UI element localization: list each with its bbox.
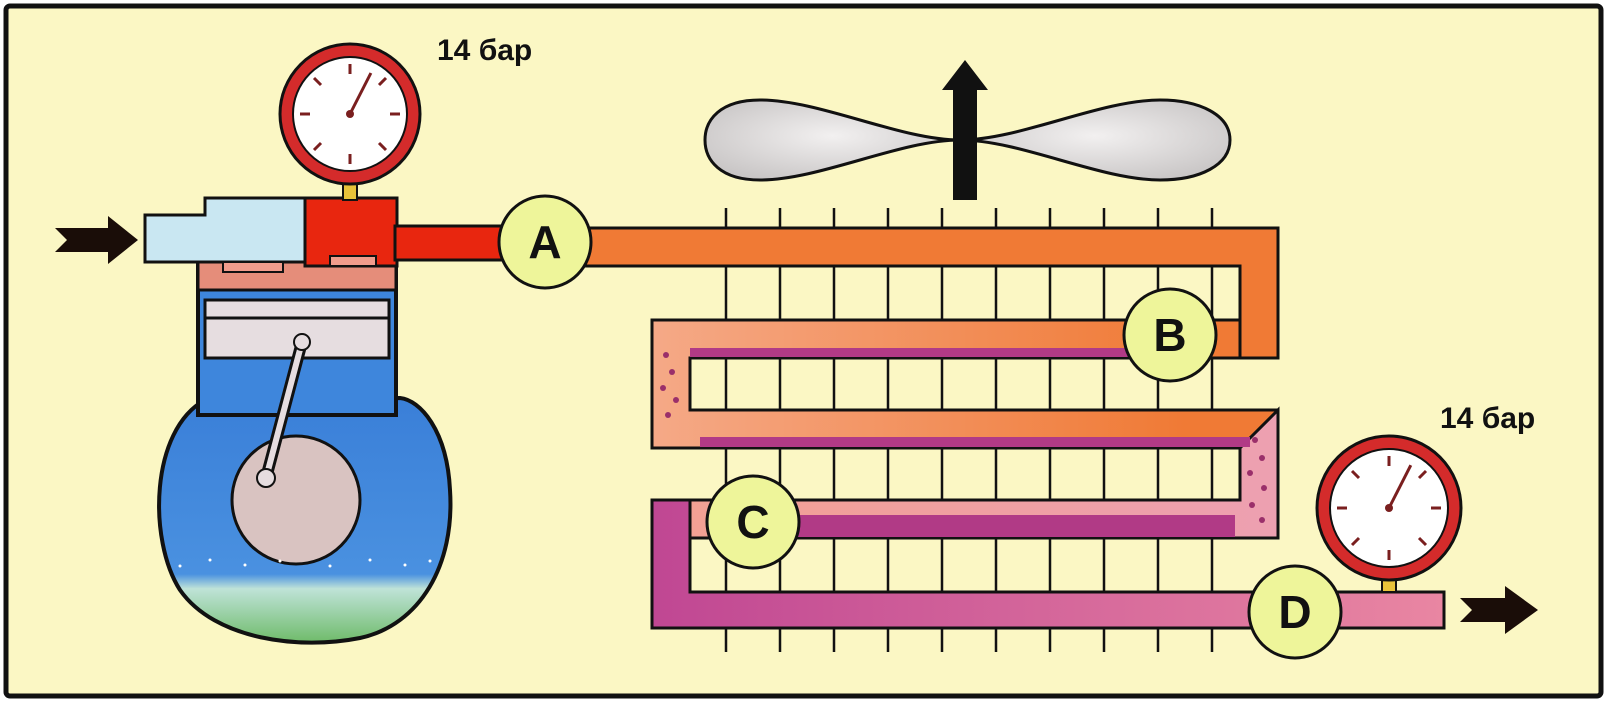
pressure-gauge-icon <box>1315 434 1463 593</box>
point-label-c: C <box>736 496 769 548</box>
arrow-right-icon <box>1460 586 1538 634</box>
arrow-up-icon <box>942 60 988 200</box>
fan-blade-right <box>959 98 1232 182</box>
condensation-droplets <box>660 352 1267 523</box>
pressure-gauge-icon <box>278 42 422 201</box>
liquid-line-2 <box>700 437 1250 447</box>
crank-disc <box>230 434 362 566</box>
point-marker-b: B <box>1122 287 1218 383</box>
fan-blade-left <box>703 98 961 182</box>
gauge-top-needle <box>348 72 373 115</box>
point-label-d: D <box>1278 586 1311 638</box>
liquid-line-1 <box>690 348 1140 357</box>
coil-pass-4 <box>650 498 1446 630</box>
crank-pin <box>256 468 276 488</box>
gauge-bottom-needle <box>1387 464 1413 509</box>
liquid-line-3 <box>790 515 1235 537</box>
gauge-top-hub <box>346 110 354 118</box>
gauge-bottom-hub <box>1385 504 1393 512</box>
gauge-top-ticks <box>300 64 400 164</box>
arrow-right-icon <box>55 216 138 264</box>
fan-icon <box>703 98 1232 182</box>
connecting-rod-inner <box>263 339 305 481</box>
gauge-bottom-ticks <box>1337 456 1441 560</box>
point-label-b: B <box>1153 309 1186 361</box>
oil-level-dots <box>178 558 432 568</box>
gauge-top-label: 14 бар <box>437 34 532 67</box>
compressor <box>157 260 453 645</box>
gauge-bottom-label: 14 бар <box>1440 402 1535 435</box>
discharge-pipe <box>393 224 509 262</box>
point-marker-a: A <box>497 194 593 290</box>
point-marker-c: C <box>705 474 801 570</box>
suction-valve <box>222 261 284 273</box>
point-marker-d: D <box>1247 564 1343 660</box>
discharge-valve <box>329 255 377 267</box>
point-label-a: A <box>528 216 561 268</box>
wrist-pin <box>293 333 311 351</box>
